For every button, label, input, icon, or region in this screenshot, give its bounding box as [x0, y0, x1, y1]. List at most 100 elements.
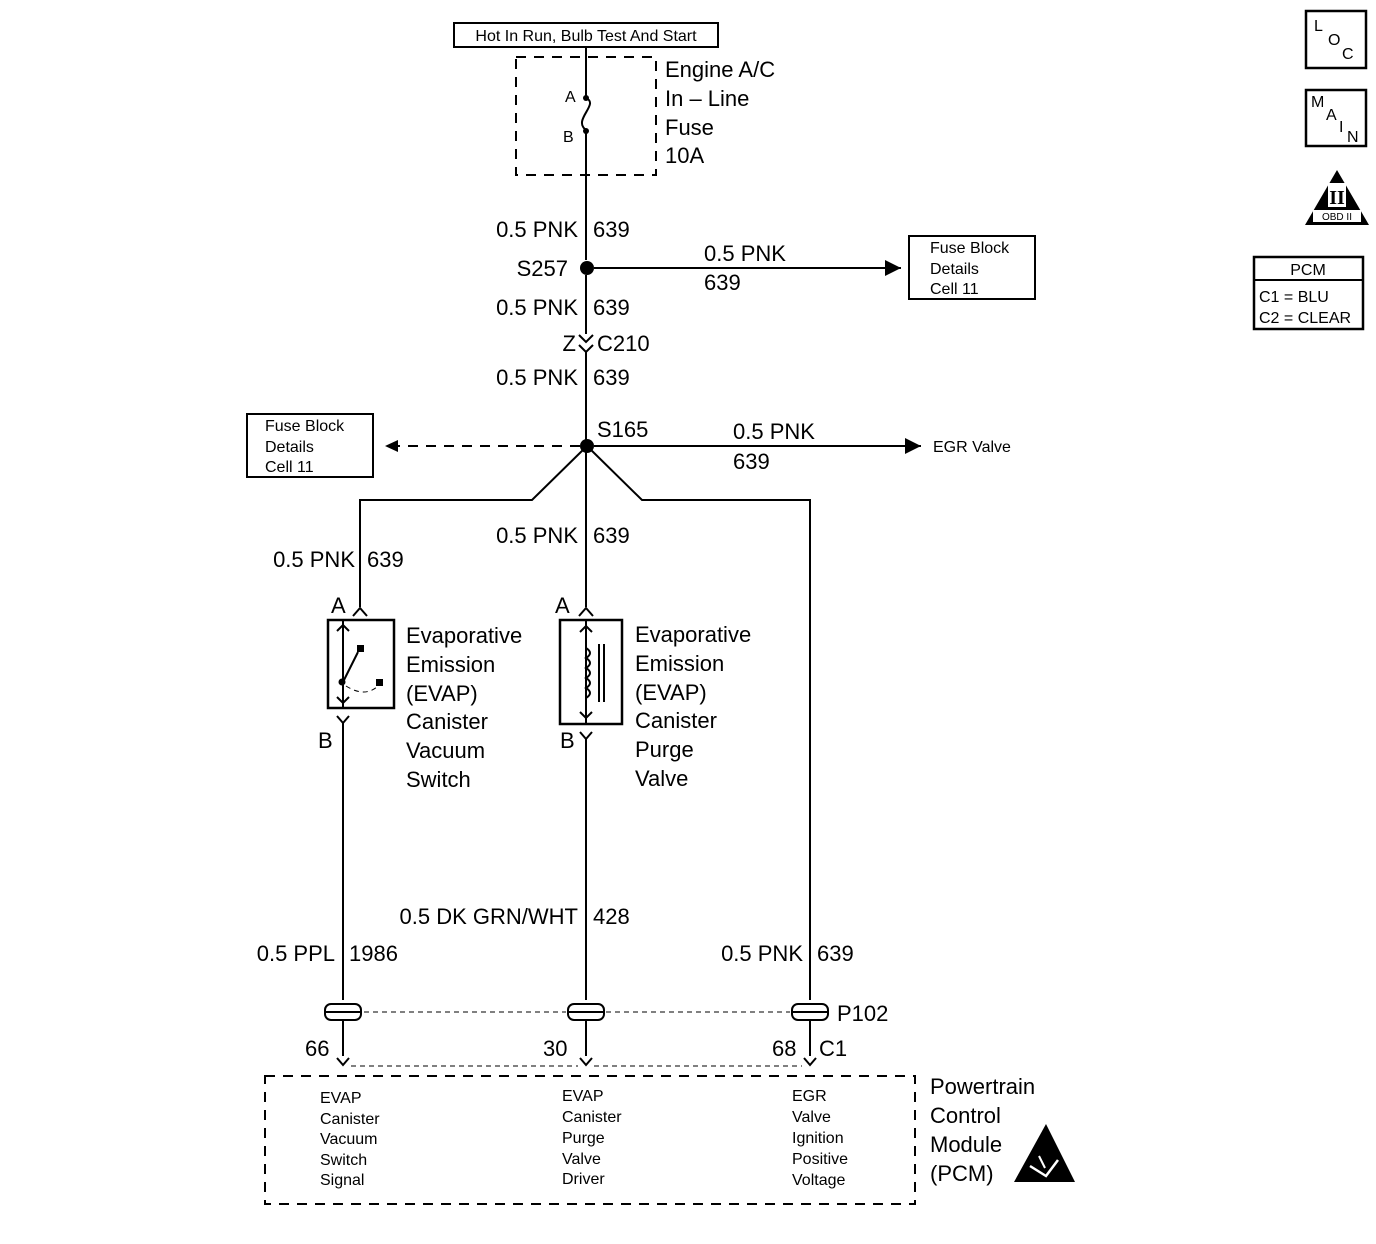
- circuit-number: 639: [817, 941, 854, 966]
- main-letter: A: [1326, 107, 1337, 124]
- pcm-name-line: Module: [930, 1132, 1002, 1157]
- circuit-number: 639: [593, 217, 630, 242]
- arrow-icon: [385, 440, 398, 452]
- pcm-function-line: Valve: [562, 1151, 601, 1168]
- splice-s165: S165 0.5 PNK 639 EGR Valve: [385, 417, 1011, 474]
- circuit-number: 428: [593, 904, 630, 929]
- fuse-icon: [580, 95, 591, 134]
- fuse-block-ref-left: Fuse Block Details Cell 11: [246, 413, 374, 478]
- fuse-engine-ac: A B Engine A/C In – Line Fuse 10A: [515, 47, 775, 260]
- wire-label: 0.5 PPL: [257, 941, 335, 966]
- ref-line: Fuse Block: [265, 418, 345, 435]
- fuse-block-ref-right: Fuse Block Details Cell 11: [908, 235, 1036, 300]
- component-name-line: Emission: [406, 652, 495, 677]
- wire-label: 0.5 PNK: [496, 295, 578, 320]
- circuit-number: 1986: [349, 941, 398, 966]
- pin-label: A: [331, 593, 346, 618]
- pcm-function-line: Vacuum: [320, 1131, 378, 1148]
- fuse-name-line: Fuse: [665, 115, 714, 140]
- component-name-line: (EVAP): [406, 681, 478, 706]
- power-source-label: Hot In Run, Bulb Test And Start: [475, 28, 697, 45]
- main-letter: N: [1347, 129, 1359, 146]
- fuse-name-line: In – Line: [665, 86, 749, 111]
- component-name-line: Canister: [406, 709, 488, 734]
- pcm-module: EVAP Canister Vacuum Switch Signal EVAP …: [264, 1074, 1075, 1205]
- component-name-line: Canister: [635, 708, 717, 733]
- wire-label: 0.5 PNK: [721, 941, 803, 966]
- pcm-function-line: Driver: [562, 1171, 605, 1188]
- pcm-pin: 66: [305, 1036, 329, 1061]
- circuit-number: 639: [733, 449, 770, 474]
- connector-pin: Z: [563, 331, 576, 356]
- obd-ii-icon[interactable]: II OBD II: [1305, 170, 1369, 225]
- wire-label: 0.5 PNK: [496, 523, 578, 548]
- switch-icon: [336, 620, 383, 708]
- wire-label: 0.5 PNK: [496, 217, 578, 242]
- ref-line: Fuse Block: [930, 240, 1010, 257]
- component-name-line: Emission: [635, 651, 724, 676]
- loc-letter: O: [1328, 32, 1340, 49]
- pin-label: A: [555, 593, 570, 618]
- wire-label: 0.5 PNK: [273, 547, 355, 572]
- loc-icon[interactable]: L O C: [1304, 9, 1368, 70]
- splice-label: S165: [597, 417, 648, 442]
- wire-label: 0.5 DK GRN/WHT: [400, 904, 578, 929]
- component-name-line: Vacuum: [406, 738, 485, 763]
- evap-purge-valve: A B Evaporative Emission (EVAP) Canister…: [555, 593, 751, 791]
- pcm-function-line: Canister: [562, 1109, 622, 1126]
- pcm-name-line: Powertrain: [930, 1074, 1035, 1099]
- main-letter: I: [1339, 119, 1343, 136]
- ref-line: Cell 11: [930, 281, 979, 298]
- connector-body: [324, 1003, 362, 1056]
- wire-egr-to-pcm: [586, 445, 811, 1000]
- pcm-pin: 30: [543, 1036, 567, 1061]
- pcm-function-line: Switch: [320, 1152, 367, 1169]
- pcm-name-line: (PCM): [930, 1161, 994, 1186]
- pcm-function-line: Voltage: [792, 1172, 845, 1189]
- component-name-line: Purge: [635, 737, 694, 762]
- coil-icon: [579, 620, 605, 724]
- splice-dot-icon: [580, 261, 594, 275]
- wire-to-vacuum-switch: [359, 445, 588, 607]
- component-name-line: (EVAP): [635, 680, 707, 705]
- circuit-number: 639: [593, 295, 630, 320]
- connector-name: P102: [837, 1001, 888, 1026]
- fuse-pin-b: B: [563, 129, 574, 146]
- pcm-function-line: Canister: [320, 1111, 380, 1128]
- splice-label: S257: [517, 256, 568, 281]
- ref-line: Details: [930, 261, 979, 278]
- pcm-pin: 68: [772, 1036, 796, 1061]
- ref-line: Details: [265, 439, 314, 456]
- egr-valve-label: EGR Valve: [933, 439, 1011, 456]
- legend-title: PCM: [1290, 262, 1326, 279]
- pcm-function-line: Signal: [320, 1172, 364, 1189]
- circuit-number: 639: [704, 270, 741, 295]
- component-name-line: Switch: [406, 767, 471, 792]
- connector-p102: P102 66 30 68 C1: [305, 1001, 888, 1067]
- connector-c210: Z C210: [563, 331, 650, 356]
- fuse-rating: 10A: [665, 143, 704, 168]
- connector-id: C1: [819, 1036, 847, 1061]
- wire-label: 0.5 PNK: [496, 365, 578, 390]
- obd-numeral: II: [1329, 187, 1345, 209]
- pin-label: B: [318, 728, 333, 753]
- component-name-line: Evaporative: [635, 622, 751, 647]
- pcm-function-line: EVAP: [562, 1088, 604, 1105]
- obd-label: OBD II: [1322, 212, 1352, 223]
- ref-line: Cell 11: [265, 459, 314, 476]
- fuse-pin-a: A: [565, 89, 576, 106]
- pin-label: B: [560, 728, 575, 753]
- circuit-number: 639: [593, 365, 630, 390]
- main-icon[interactable]: M A I N: [1304, 88, 1368, 148]
- connector-body: [791, 1003, 829, 1056]
- connector-name: C210: [597, 331, 650, 356]
- connector-body: [567, 1003, 605, 1056]
- wire-label: 0.5 PNK: [733, 419, 815, 444]
- pcm-legend: PCM C1 = BLU C2 = CLEAR: [1252, 255, 1365, 331]
- pcm-function-line: EGR: [792, 1088, 827, 1105]
- loc-letter: C: [1342, 46, 1354, 63]
- pcm-function-line: Purge: [562, 1130, 605, 1147]
- splice-s257: S257 0.5 PNK 639: [517, 241, 901, 295]
- loc-letter: L: [1314, 18, 1323, 35]
